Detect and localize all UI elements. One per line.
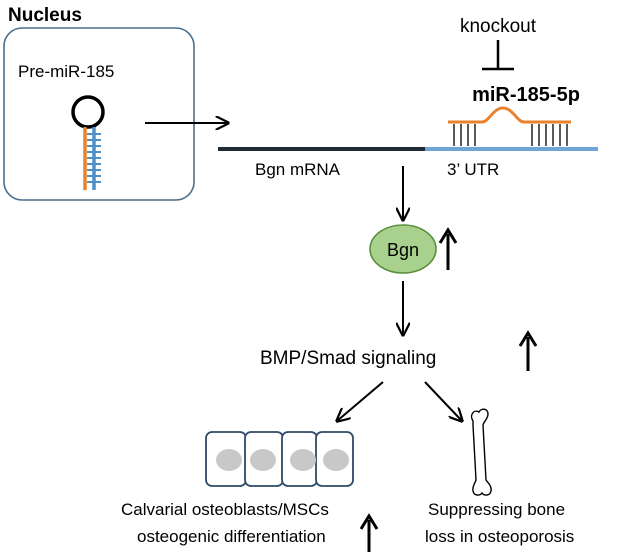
utr-label: 3’ UTR — [447, 160, 499, 179]
cells-outcome-line2: osteogenic differentiation — [137, 527, 326, 546]
nucleus-title: Nucleus — [8, 5, 82, 26]
cells-outcome-line1: Calvarial osteoblasts/MSCs — [121, 500, 329, 519]
bone-icon — [470, 408, 492, 496]
pre-mir-hairpin-icon — [71, 95, 105, 190]
mirna-strand — [448, 106, 571, 146]
mrna-label: Bgn mRNA — [255, 160, 341, 179]
signaling-label: BMP/Smad signaling — [260, 348, 436, 369]
to-cells-arrow — [337, 381, 384, 421]
pre-mir-label: Pre-miR-185 — [18, 62, 114, 81]
bone-outcome-line2: loss in osteoporosis — [425, 527, 574, 546]
inhibition-bar-icon — [482, 40, 514, 71]
bgn-protein-label: Bgn — [387, 240, 419, 260]
to-bone-arrow — [424, 381, 462, 421]
up-arrow-icon — [359, 513, 379, 552]
up-arrow-icon — [518, 330, 538, 371]
bgn-protein-node — [369, 224, 437, 274]
bone-outcome-line1: Suppressing bone — [428, 500, 565, 519]
osteoblast-cells-icon — [205, 431, 354, 487]
knockout-label: knockout — [460, 16, 537, 37]
mirna-label: miR-185-5p — [472, 84, 580, 106]
up-arrow-icon — [438, 227, 458, 270]
